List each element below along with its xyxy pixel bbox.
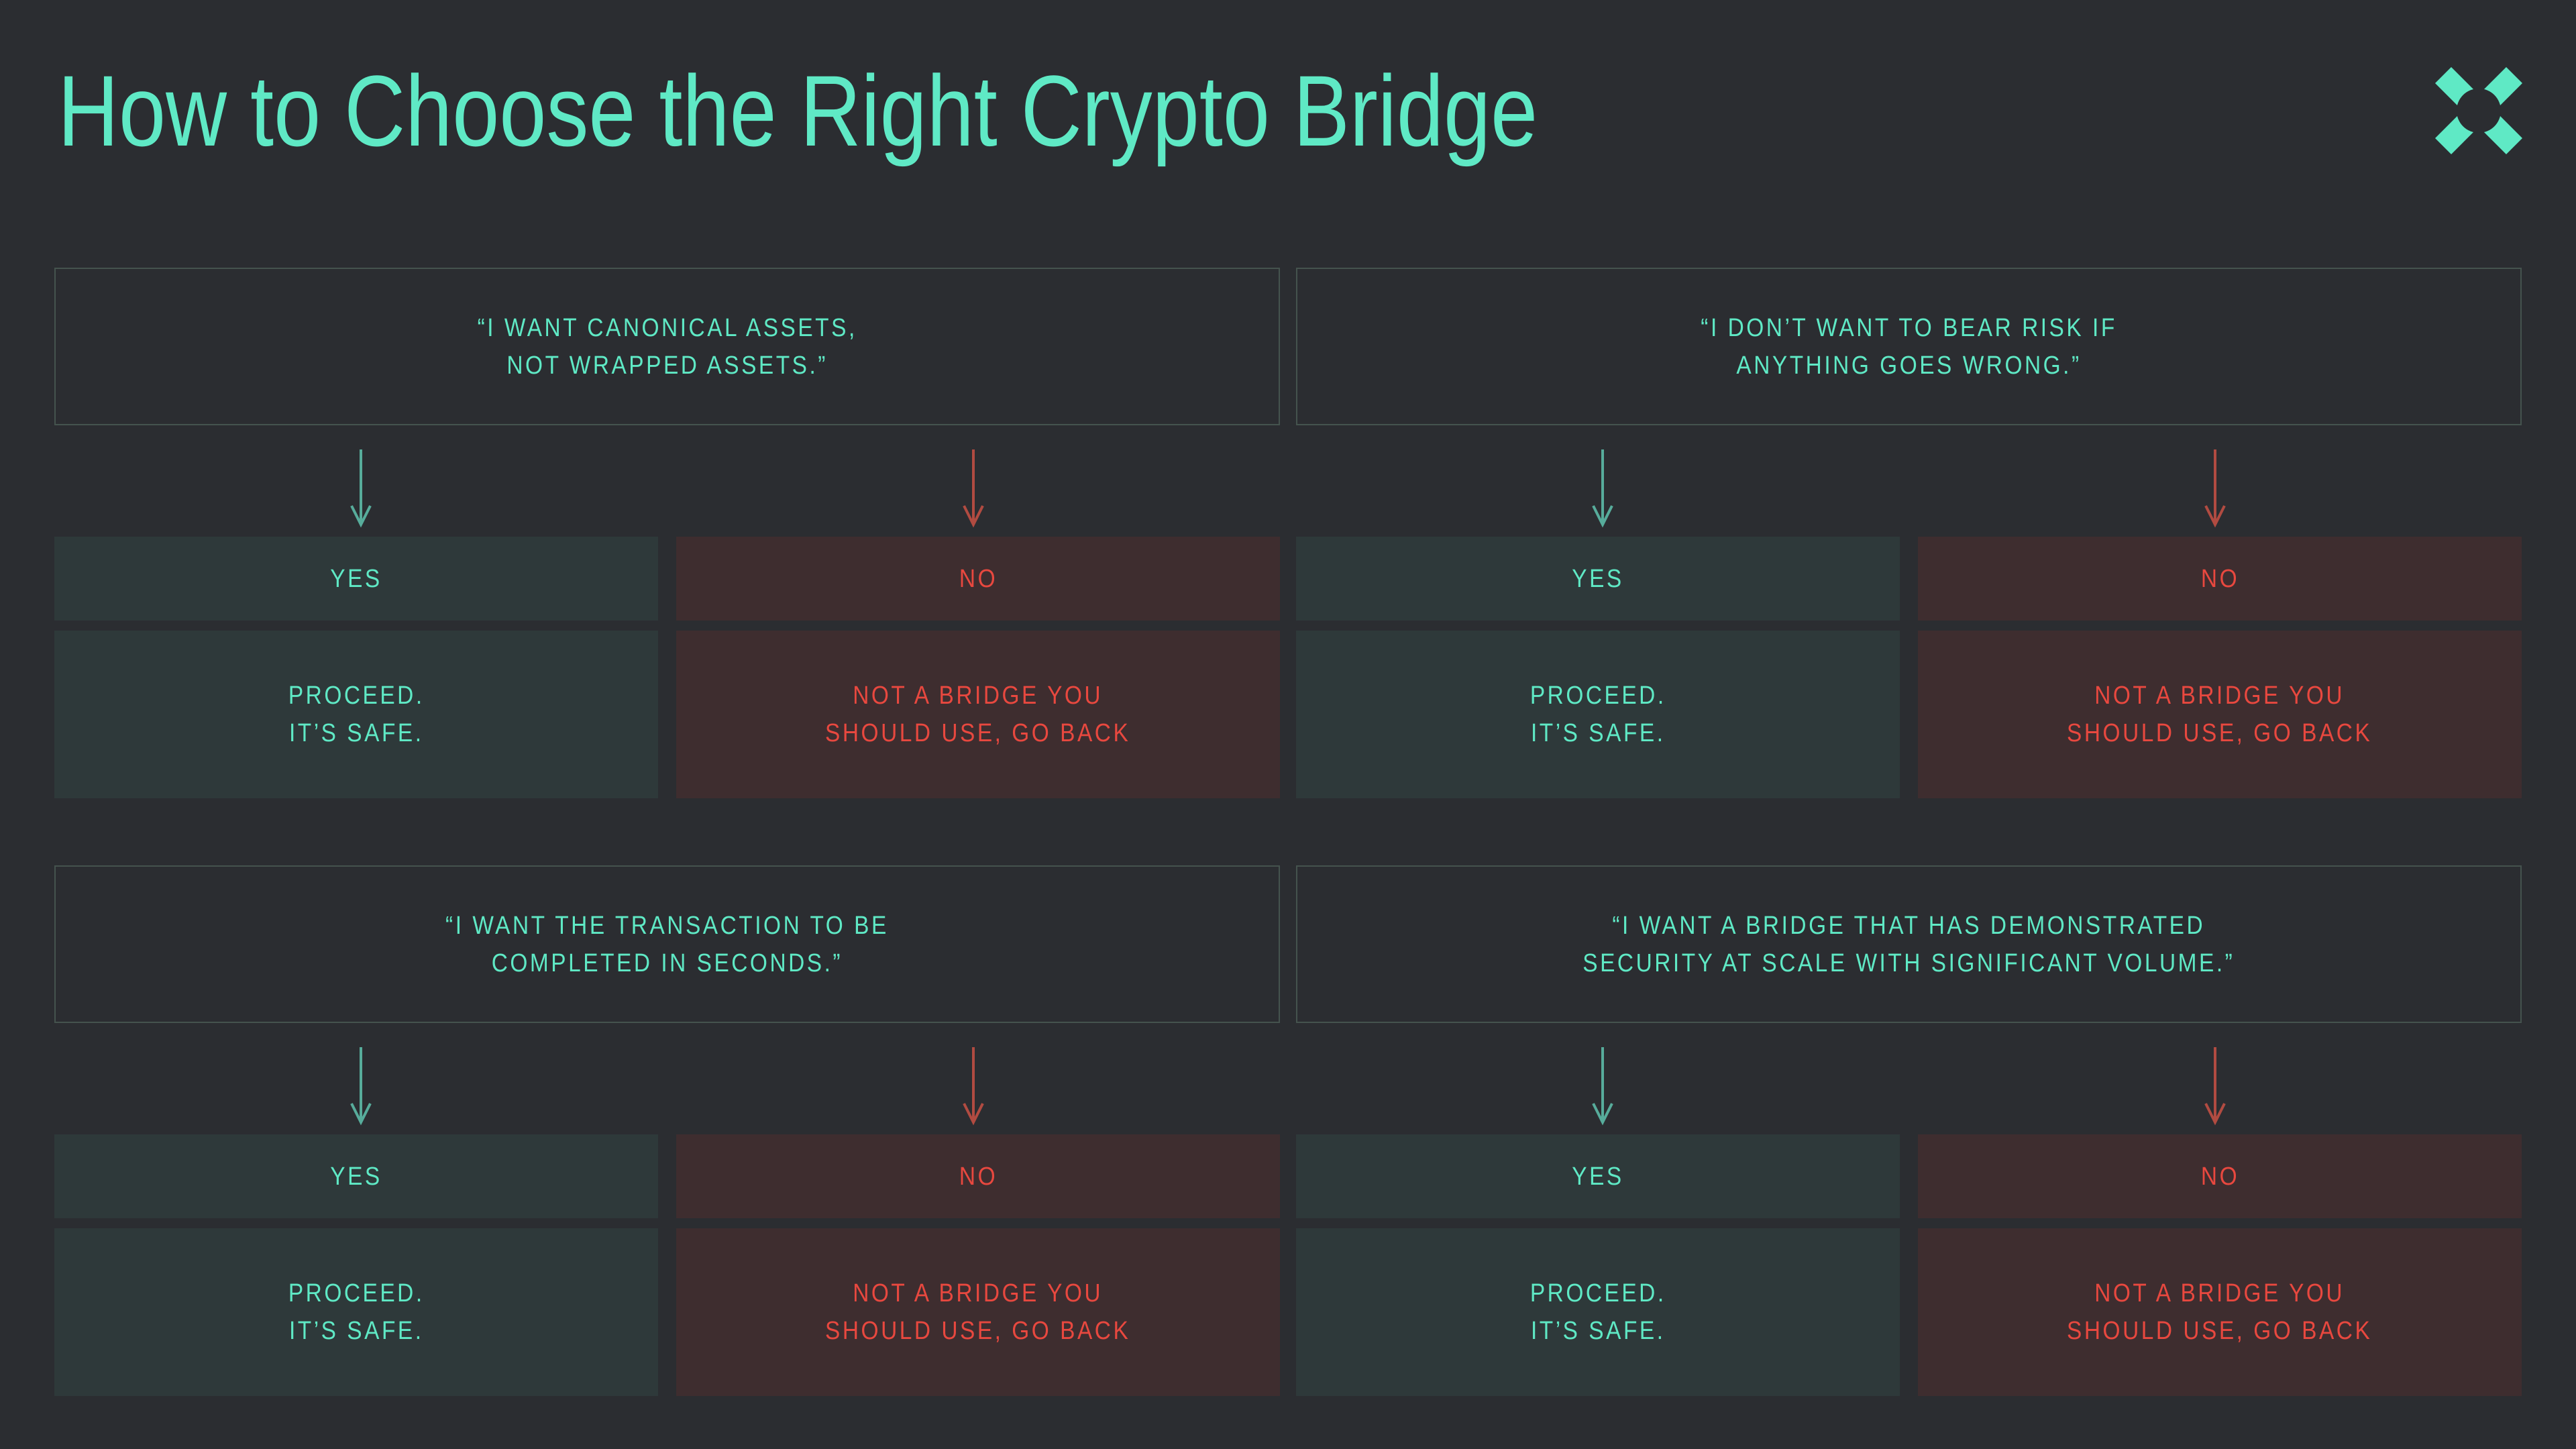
quadrant-1-question-box: “I WANT CANONICAL ASSETS, NOT WRAPPED AS… (54, 268, 1280, 425)
quadrant-3: “I WANT THE TRANSACTION TO BE COMPLETED … (54, 865, 1280, 1396)
proceed-box: PROCEED. IT’S SAFE. (1296, 631, 1900, 798)
yes-box: YES (1296, 537, 1900, 621)
proceed-box: PROCEED. IT’S SAFE. (54, 1228, 658, 1396)
reject-box: NOT A BRIDGE YOU SHOULD USE, GO BACK (1918, 1228, 2522, 1396)
x-cross-logo-icon (2435, 67, 2522, 154)
page-title: How to Choose the Right Crypto Bridge (58, 54, 1538, 167)
down-arrow-red-icon (963, 1047, 985, 1126)
arrows-row (1296, 425, 2522, 537)
down-arrow-teal-icon (350, 449, 372, 528)
choice-row: YES NO (54, 537, 1280, 621)
reject-box: NOT A BRIDGE YOU SHOULD USE, GO BACK (1918, 631, 2522, 798)
result-row: PROCEED. IT’S SAFE. NOT A BRIDGE YOU SHO… (54, 1228, 1280, 1396)
no-box: NO (676, 1134, 1280, 1218)
choice-row: YES NO (1296, 537, 2522, 621)
arrows-row (54, 425, 1280, 537)
quadrant-2: “I DON’T WANT TO BEAR RISK IF ANYTHING G… (1296, 268, 2522, 798)
no-box: NO (1918, 1134, 2522, 1218)
yes-box: YES (54, 537, 658, 621)
down-arrow-teal-icon (1591, 1047, 1613, 1126)
arrows-row (54, 1023, 1280, 1134)
question-text: “I WANT CANONICAL ASSETS, NOT WRAPPED AS… (477, 313, 857, 380)
proceed-box: PROCEED. IT’S SAFE. (1296, 1228, 1900, 1396)
quadrant-2-question-box: “I DON’T WANT TO BEAR RISK IF ANYTHING G… (1296, 268, 2522, 425)
question-text: “I DON’T WANT TO BEAR RISK IF ANYTHING G… (1701, 313, 2117, 380)
no-box: NO (1918, 537, 2522, 621)
no-box: NO (676, 537, 1280, 621)
down-arrow-teal-icon (1591, 449, 1613, 528)
quadrant-4-question-box: “I WANT A BRIDGE THAT HAS DEMONSTRATED S… (1296, 865, 2522, 1023)
proceed-box: PROCEED. IT’S SAFE. (54, 631, 658, 798)
choice-row: YES NO (54, 1134, 1280, 1218)
quadrant-4: “I WANT A BRIDGE THAT HAS DEMONSTRATED S… (1296, 865, 2522, 1396)
arrows-row (1296, 1023, 2522, 1134)
result-row: PROCEED. IT’S SAFE. NOT A BRIDGE YOU SHO… (1296, 1228, 2522, 1396)
question-text: “I WANT THE TRANSACTION TO BE COMPLETED … (445, 911, 889, 977)
down-arrow-red-icon (2204, 1047, 2226, 1126)
quadrant-3-question-box: “I WANT THE TRANSACTION TO BE COMPLETED … (54, 865, 1280, 1023)
result-row: PROCEED. IT’S SAFE. NOT A BRIDGE YOU SHO… (1296, 631, 2522, 798)
quadrant-1: “I WANT CANONICAL ASSETS, NOT WRAPPED AS… (54, 268, 1280, 798)
reject-box: NOT A BRIDGE YOU SHOULD USE, GO BACK (676, 631, 1280, 798)
down-arrow-teal-icon (350, 1047, 372, 1126)
yes-box: YES (54, 1134, 658, 1218)
choice-row: YES NO (1296, 1134, 2522, 1218)
reject-box: NOT A BRIDGE YOU SHOULD USE, GO BACK (676, 1228, 1280, 1396)
yes-box: YES (1296, 1134, 1900, 1218)
down-arrow-red-icon (2204, 449, 2226, 528)
decision-board: “I WANT CANONICAL ASSETS, NOT WRAPPED AS… (54, 268, 2522, 1396)
down-arrow-red-icon (963, 449, 985, 528)
result-row: PROCEED. IT’S SAFE. NOT A BRIDGE YOU SHO… (54, 631, 1280, 798)
question-text: “I WANT A BRIDGE THAT HAS DEMONSTRATED S… (1582, 911, 2235, 977)
